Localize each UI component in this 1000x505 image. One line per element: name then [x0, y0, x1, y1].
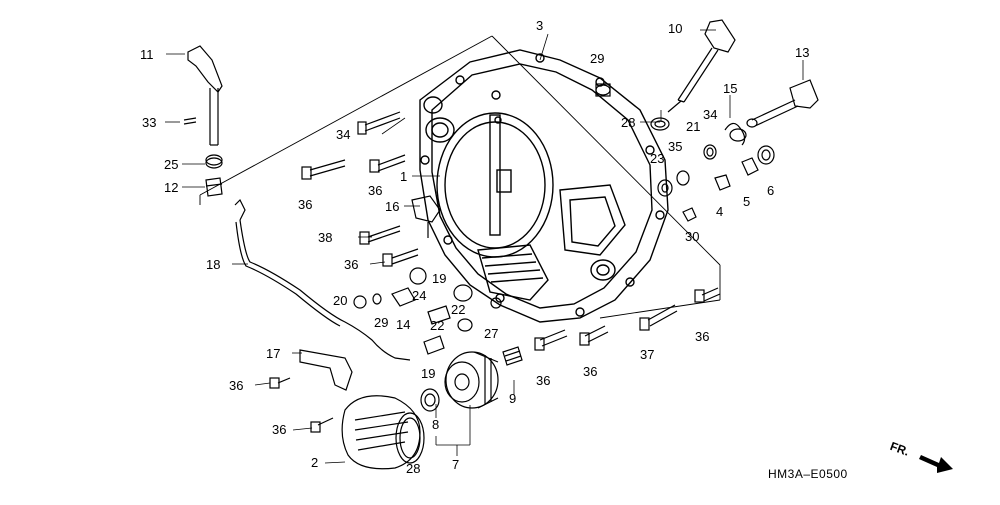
- part-label-25: 25: [164, 157, 179, 172]
- part-label-28b: 28: [406, 461, 421, 476]
- leader-lines: [165, 29, 804, 464]
- part-label-33: 35: [668, 139, 683, 154]
- part-label-2: 2: [311, 455, 319, 470]
- part-label-9: 9: [509, 391, 517, 406]
- part-label-37: 37: [640, 347, 655, 362]
- assembly-frame: [199, 35, 721, 319]
- part-label-14: 14: [396, 317, 411, 332]
- lever-assembly: [183, 45, 223, 197]
- part-label-12: 12: [164, 180, 179, 195]
- part-label-18: 18: [206, 257, 221, 272]
- oil-filter: [420, 346, 523, 412]
- part-label-31: 33: [142, 115, 157, 130]
- part-label-22b: 22: [451, 302, 466, 317]
- part-label-27: 27: [484, 326, 499, 341]
- part-label-35: 36: [272, 422, 287, 437]
- part-label-36f: 36: [695, 329, 710, 344]
- part-label-1: 1: [400, 169, 408, 184]
- part-label-20: 20: [333, 293, 348, 308]
- part-label-19a: 19: [432, 271, 447, 286]
- shift-arm: [746, 79, 819, 128]
- part-label-28: 28: [621, 115, 636, 130]
- part-label-13: 13: [795, 45, 810, 60]
- part-label-7: 7: [452, 457, 460, 472]
- part-label-5: 5: [743, 194, 751, 209]
- part-label-8: 8: [432, 417, 440, 432]
- front-direction-indicator: FR.: [888, 437, 955, 477]
- figure-code: HM3A–E0500: [768, 467, 848, 481]
- part-label-3: 3: [536, 18, 544, 33]
- part-label-30b: 30: [685, 229, 700, 244]
- part-label-15: 15: [723, 81, 738, 96]
- filter-cover: [341, 395, 425, 470]
- part-label-36c: 36: [344, 257, 359, 272]
- part-label-36b: 36: [298, 197, 313, 212]
- crankcase-cover: [419, 49, 669, 323]
- small-parts-center: [299, 195, 502, 391]
- part-label-24: 24: [412, 288, 427, 303]
- part-label-19b: 19: [421, 366, 436, 381]
- cable-rod: [234, 198, 411, 361]
- part-label-34: 36: [229, 378, 244, 393]
- front-arrow-icon: [919, 455, 953, 473]
- part-label-36e: 36: [583, 364, 598, 379]
- part-label-4: 4: [716, 204, 724, 219]
- part-label-36a: 34: [336, 127, 351, 142]
- part-label-23: 23: [650, 151, 665, 166]
- small-parts-right: [595, 83, 775, 222]
- part-label-21: 21: [686, 119, 701, 134]
- part-label-32: 34: [703, 107, 718, 122]
- part-label-11: 11: [140, 47, 154, 62]
- part-label-17: 17: [266, 346, 281, 361]
- part-label-16: 16: [385, 199, 400, 214]
- part-label-30: 29: [590, 51, 605, 66]
- bolts: [269, 111, 721, 433]
- part-label-38: 38: [318, 230, 333, 245]
- part-label-29: 29: [374, 315, 389, 330]
- part-label-10: 10: [668, 21, 683, 36]
- dipstick: [667, 19, 736, 113]
- part-label-22a: 22: [430, 318, 445, 333]
- part-label-6: 6: [767, 183, 775, 198]
- part-label-36b2: 36: [368, 183, 383, 198]
- part-label-36d: 36: [536, 373, 551, 388]
